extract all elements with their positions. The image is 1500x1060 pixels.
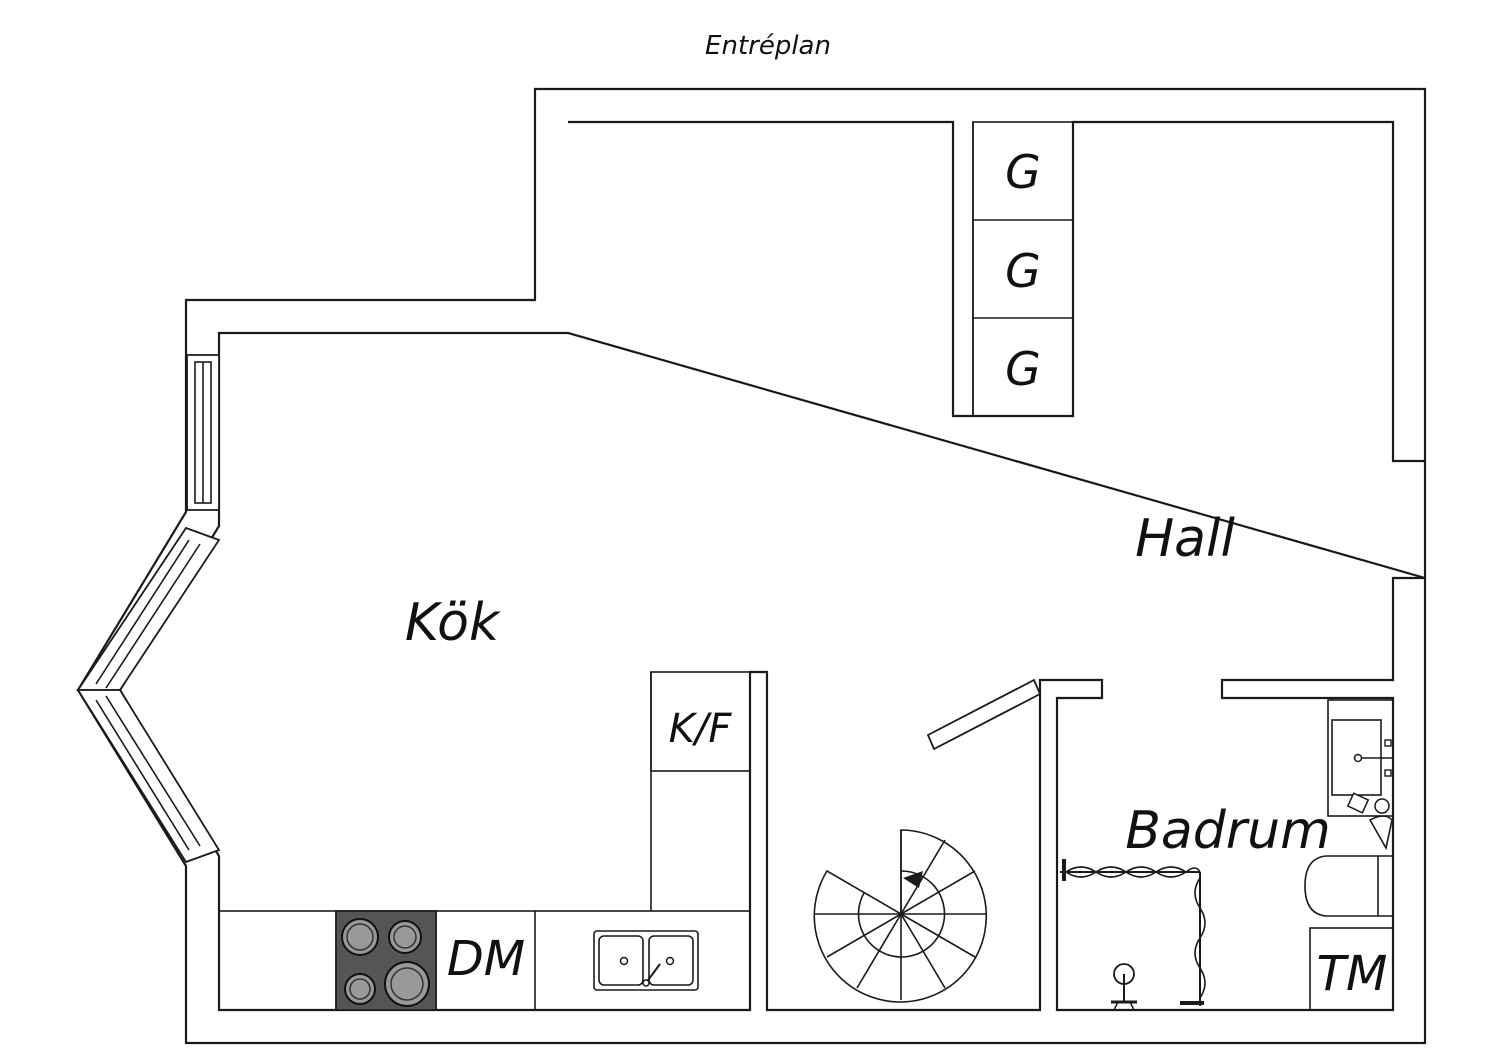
toilet-icon [1304, 855, 1393, 917]
shower-head-icon [1111, 963, 1137, 1011]
room-label-hall: Hall [1135, 509, 1235, 569]
dishwasher-label: DM [447, 931, 525, 987]
bathroom-fixtures: TM [1060, 699, 1394, 1011]
washing-machine [1309, 927, 1394, 1011]
fridge-freezer-label: K/F [669, 706, 733, 752]
kitchen-counter: DM K/F [218, 671, 751, 1011]
spiral-staircase-icon [813, 829, 988, 1003]
bay-window-group [76, 354, 221, 864]
wardrobe-block: G G G [972, 121, 1074, 417]
plan-title: Entréplan [705, 31, 831, 61]
wardrobe-label-1: G [1005, 145, 1041, 199]
window-lower-diagonal [76, 689, 221, 864]
room-label-bathroom: Badrum [1125, 801, 1331, 861]
wardrobe-label-2: G [1005, 244, 1041, 298]
fridge-freezer [650, 671, 751, 772]
shower-curtain-icon [1060, 859, 1206, 1006]
kitchen-sink-icon [593, 930, 699, 991]
room-label-kitchen: Kök [405, 593, 501, 653]
door-leaf [926, 678, 1042, 751]
washing-machine-label: TM [1317, 946, 1388, 1002]
wardrobe-label-3: G [1005, 342, 1041, 396]
outer-wall [76, 87, 1427, 1045]
washbasin-cabinet [1327, 699, 1394, 817]
stair-arrow-icon [903, 871, 923, 888]
window-upper-diagonal [76, 526, 221, 691]
